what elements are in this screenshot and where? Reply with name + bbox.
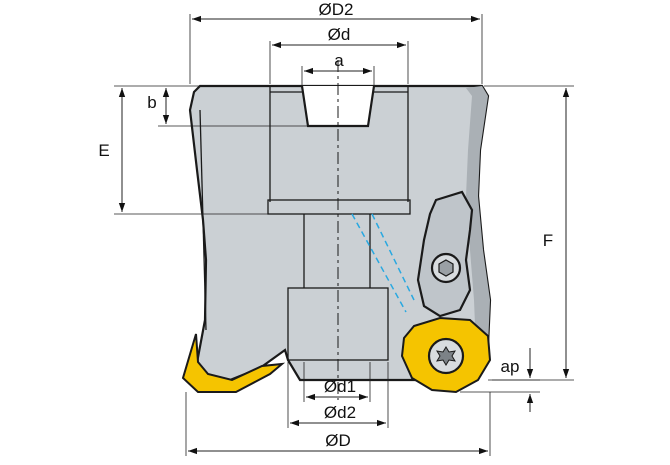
label-a: a xyxy=(334,51,344,70)
label-E: E xyxy=(98,141,109,160)
label-d2: Ød2 xyxy=(324,403,356,422)
body-left-edge xyxy=(199,109,207,331)
label-D: ØD xyxy=(325,431,351,450)
label-D2: ØD2 xyxy=(319,0,354,19)
torx-socket-icon xyxy=(436,346,456,366)
label-d: Ød xyxy=(328,25,351,44)
hex-socket-icon xyxy=(438,259,454,277)
cutter-body xyxy=(188,84,492,382)
bore-shoulder xyxy=(267,199,411,215)
coolant-channel-1 xyxy=(351,213,407,313)
body-right-flank xyxy=(466,86,490,350)
label-ap: ap xyxy=(501,357,520,376)
coolant-channel-2 xyxy=(371,213,415,301)
label-b: b xyxy=(147,93,156,112)
label-d1: Ød1 xyxy=(324,377,356,396)
label-F: F xyxy=(543,231,553,250)
cutting-insert-left xyxy=(181,333,286,393)
